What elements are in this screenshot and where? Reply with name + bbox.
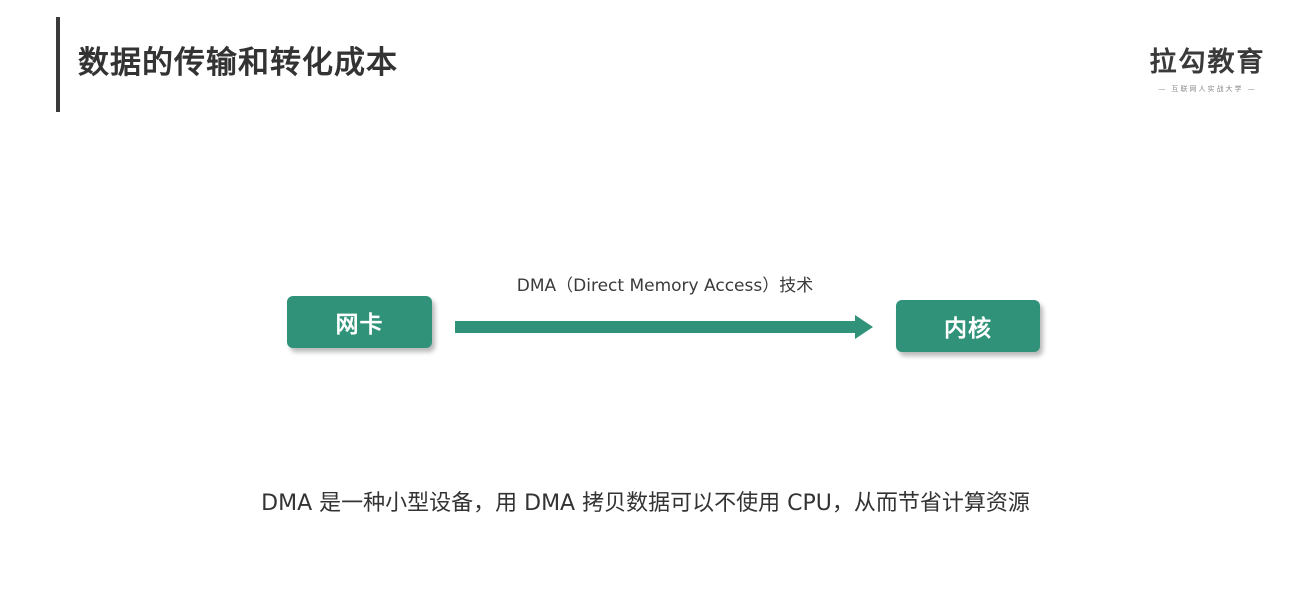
kernel-node: 内核: [896, 300, 1040, 352]
network-card-label: 网卡: [335, 312, 384, 338]
logo-tagline: — 互联网人实战大学 —: [1158, 85, 1257, 93]
logo-text: 拉勾教育: [1149, 47, 1266, 78]
dma-arrow-label: DMA（Direct Memory Access）技术: [516, 276, 814, 296]
title-accent-bar: [56, 17, 60, 112]
dma-arrow: [455, 315, 873, 339]
network-card-node: 网卡: [287, 296, 432, 348]
arrow-head: [855, 315, 873, 339]
arrow-shaft: [455, 321, 857, 333]
page-title: 数据的传输和转化成本: [78, 45, 398, 81]
dma-description: DMA 是一种小型设备，用 DMA 拷贝数据可以不使用 CPU，从而节省计算资源: [261, 491, 1030, 516]
kernel-label: 内核: [944, 316, 992, 342]
brand-logo: 拉勾教育 — 互联网人实战大学 —: [1140, 44, 1275, 94]
